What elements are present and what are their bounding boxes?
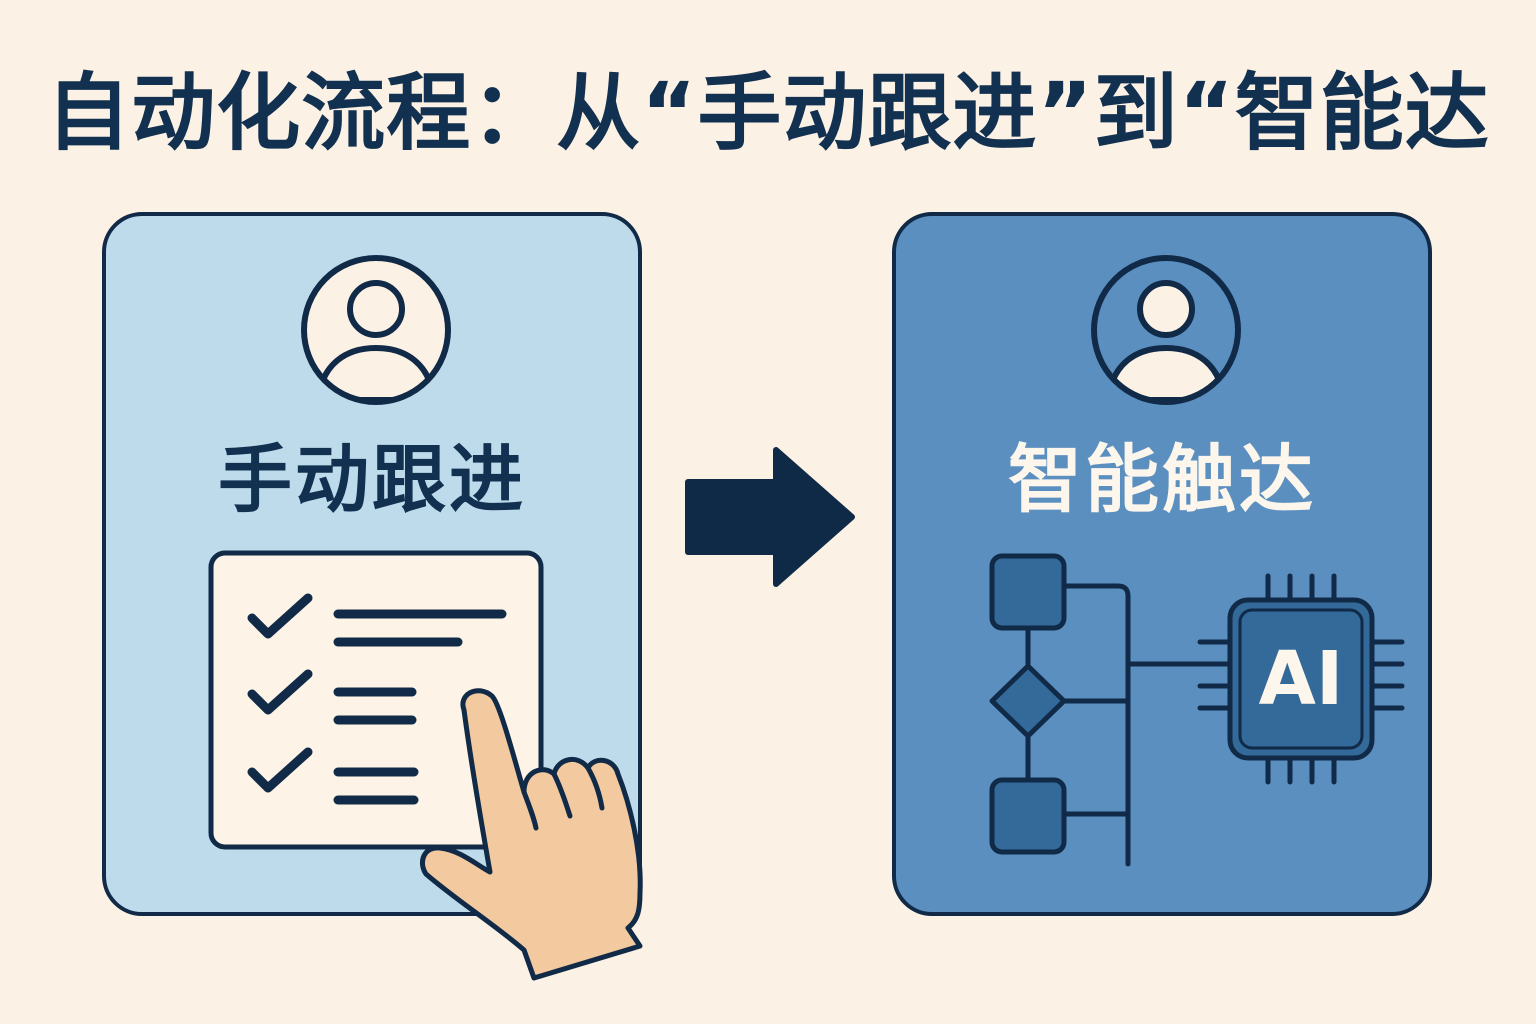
pointing-hand-icon <box>420 688 643 981</box>
ai-chip-icon: AI <box>1197 573 1405 785</box>
user-icon <box>301 255 451 405</box>
smart-outreach-card: 智能触达 <box>892 212 1432 916</box>
user-icon <box>1091 255 1241 405</box>
ai-chip-label: AI <box>1259 636 1344 722</box>
checklist-icon <box>208 550 544 850</box>
flowchart-icon: AI <box>989 553 1405 867</box>
manual-followup-label: 手动跟进 <box>218 437 526 523</box>
right-arrow-icon <box>685 447 855 587</box>
page-title: 自动化流程：从“手动跟进”到“智能达 <box>46 64 1490 162</box>
manual-followup-card: 手动跟进 <box>102 212 643 981</box>
smart-outreach-label: 智能触达 <box>1008 437 1316 523</box>
